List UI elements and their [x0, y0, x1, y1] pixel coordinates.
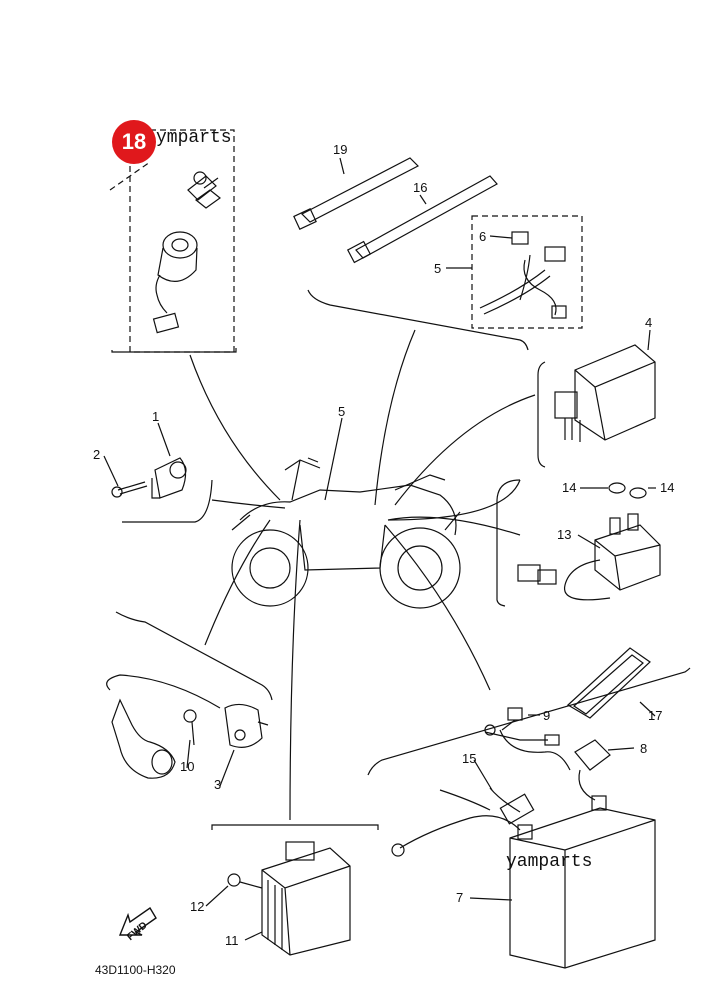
- battery-band: [566, 647, 651, 719]
- rectifier: [227, 841, 351, 956]
- battery: [509, 795, 656, 969]
- callout-2[interactable]: 2: [93, 447, 101, 462]
- battery-cable-negative: [484, 724, 611, 801]
- callout-5-harness[interactable]: 5: [434, 261, 442, 276]
- fwd-arrow: [118, 906, 157, 936]
- ignition-key: [187, 171, 221, 209]
- cable-tie-16: [346, 175, 498, 264]
- drawing-code: 43D1100-H320: [95, 963, 176, 977]
- callout-15[interactable]: 15: [462, 751, 477, 766]
- cable-tie-19: [293, 157, 420, 230]
- callout-19[interactable]: 19: [333, 142, 348, 157]
- callout-11[interactable]: 11: [225, 933, 239, 948]
- nuts-14: [608, 482, 647, 499]
- battery-cable-positive: [391, 787, 535, 857]
- kit-18-box: [129, 129, 235, 353]
- callout-3[interactable]: 3: [214, 777, 222, 792]
- bolt-2: [111, 481, 148, 498]
- callout-14-left[interactable]: 14: [562, 480, 577, 495]
- nut-9: [501, 707, 523, 731]
- watermark-top: ymparts: [156, 128, 232, 148]
- atv-outline: [231, 457, 461, 609]
- callout-4[interactable]: 4: [645, 315, 653, 330]
- callout-8[interactable]: 8: [640, 741, 648, 756]
- part-18-badge[interactable]: 18: [112, 120, 156, 164]
- main-switch: [152, 231, 198, 334]
- callout-10[interactable]: 10: [180, 759, 195, 774]
- callout-13[interactable]: 13: [557, 527, 572, 542]
- watermark-bottom: yamparts: [506, 852, 593, 872]
- callout-16[interactable]: 16: [413, 180, 428, 195]
- callout-1[interactable]: 1: [152, 409, 160, 424]
- sensor-assembly: [106, 674, 269, 779]
- callout-5-atv[interactable]: 5: [338, 404, 346, 419]
- callout-6[interactable]: 6: [479, 229, 487, 244]
- callout-7[interactable]: 7: [456, 890, 464, 905]
- callout-9[interactable]: 9: [543, 708, 551, 723]
- relay-assembly: [554, 344, 656, 442]
- callout-12[interactable]: 12: [190, 899, 205, 914]
- callout-17[interactable]: 17: [648, 708, 663, 723]
- sensor-1: [151, 457, 187, 499]
- starter-relay: [517, 513, 661, 601]
- callout-14-right[interactable]: 14: [660, 480, 675, 495]
- wire-sub-harness: [479, 231, 567, 319]
